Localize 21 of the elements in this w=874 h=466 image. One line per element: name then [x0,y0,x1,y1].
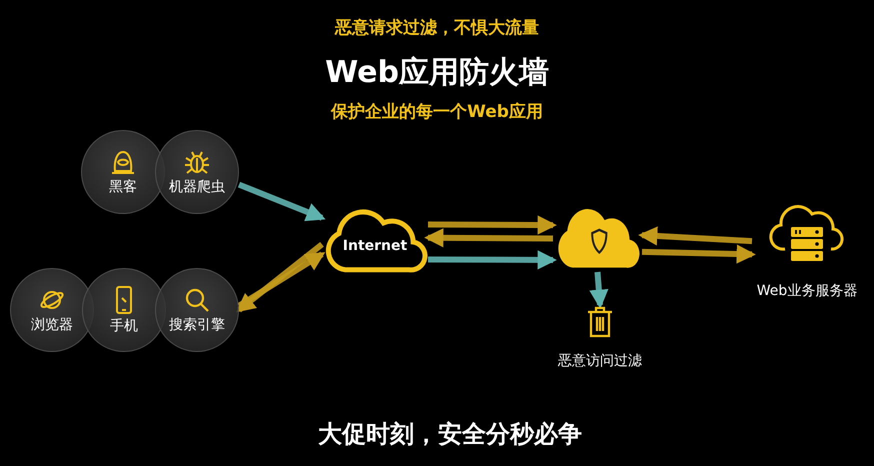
node-label: 黑客 [109,178,137,196]
node-label: Internet [342,238,408,254]
arrow [428,215,557,235]
arrow [236,242,324,312]
node-label: 机器爬虫 [169,178,225,196]
arrow [424,228,554,248]
caption-text: 大促时刻，安全分秒必争 [318,419,582,450]
caption-text: 恶意请求过滤，不惧大流量 [335,17,539,39]
node-label: Web业务服务器 [756,282,858,300]
arrow [589,272,608,309]
node-label: 搜索引擎 [169,316,225,334]
arrow [642,244,756,264]
node-label: 手机 [110,316,138,334]
arrow [638,226,752,246]
node-label: 浏览器 [31,316,73,334]
caption-text: 保护企业的每一个Web应用 [331,101,543,123]
node-label: 恶意访问过滤 [558,352,642,370]
arrow [237,252,326,308]
arrow [238,182,326,222]
arrow [428,250,557,270]
title: Web应用防火墙 [325,54,549,92]
